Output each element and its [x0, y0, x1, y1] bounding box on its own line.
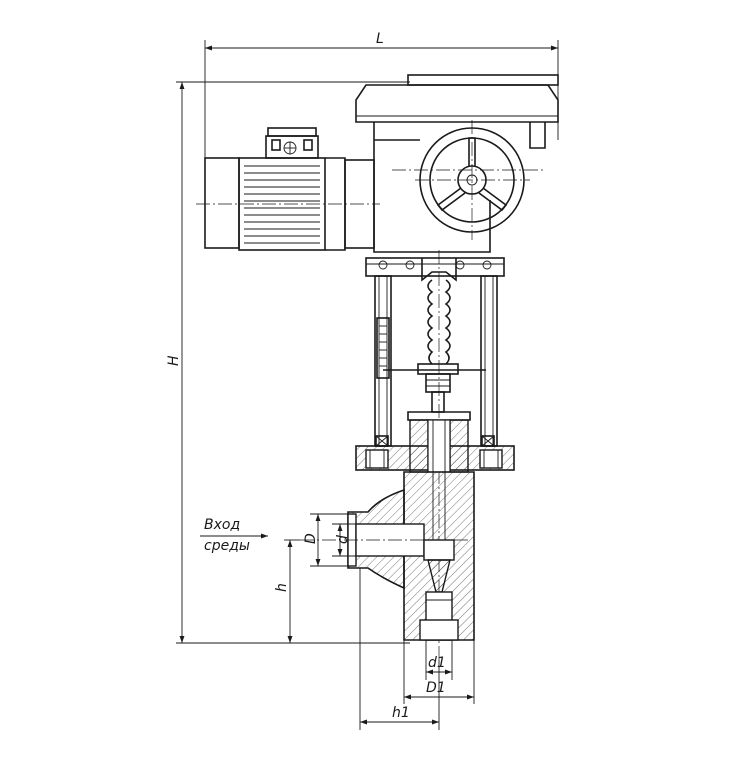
dimension-d: d [332, 523, 356, 557]
label-h1: h1 [392, 705, 410, 721]
yoke [365, 257, 505, 447]
dimension-h1: h1 [359, 568, 440, 730]
motor-fins [244, 165, 320, 244]
dimension-L: L [204, 31, 559, 160]
valve-body [300, 471, 475, 641]
flow-label-line1: Вход [204, 517, 240, 533]
dimension-d1: d1 [425, 640, 453, 680]
label-h: h [274, 583, 290, 592]
label-d: d [335, 535, 351, 544]
label-d1: d1 [428, 655, 446, 671]
handwheel [415, 120, 530, 240]
flow-label-line2: среды [204, 538, 250, 554]
dimension-h: h [274, 539, 404, 644]
bonnet-flange [355, 419, 515, 540]
electric-motor [196, 127, 380, 251]
dimension-D: D [303, 513, 348, 567]
label-D: D [303, 533, 319, 544]
label-D1: D1 [426, 680, 446, 696]
dimension-D1: D1 [403, 640, 475, 704]
label-L: L [376, 31, 384, 47]
label-H: H [166, 355, 182, 366]
flow-inlet: Вход среды [200, 517, 268, 554]
actuator-housing [355, 74, 559, 253]
